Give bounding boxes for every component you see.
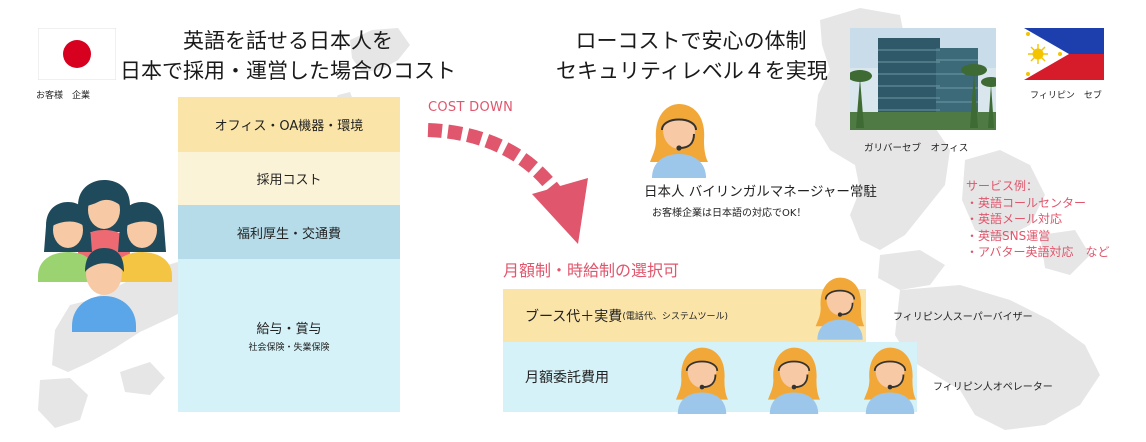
right-title: ローコストで安心の体制 セキュリティレベル４を実現 (556, 26, 828, 86)
philippines-label: フィリピン セブ (1030, 91, 1102, 101)
japan-label: お客様 企業 (36, 91, 91, 101)
office-building-photo (850, 28, 996, 130)
monthly-fee-label: 月額委託費用 (525, 370, 609, 386)
service-item: ・英語メール対応 (966, 212, 1063, 226)
operator-avatar-icon (675, 347, 729, 414)
supervisor-avatar-icon (815, 277, 865, 340)
left-title-line1: 英語を話せる日本人を (183, 29, 393, 53)
manager-subtitle: お客様企業は日本語の対応でOK！ (652, 208, 807, 219)
japan-flag-icon (38, 28, 116, 80)
cost-item-welfare: 福利厚生・交通費 (178, 205, 400, 259)
cost-item-recruiting-label: 採用コスト (256, 173, 322, 188)
philippines-flag-icon (1024, 28, 1104, 80)
cost-item-office: オフィス・OA機器・環境 (178, 97, 400, 152)
japan-map-silhouette (52, 92, 356, 372)
cost-item-welfare-label: 福利厚生・交通費 (236, 226, 341, 242)
left-title: 英語を話せる日本人を 日本で採用・運営した場合のコスト (118, 26, 458, 86)
manager-title: 日本人 バイリンガルマネージャー常駐 (644, 184, 877, 200)
cost-item-recruiting: 採用コスト (178, 152, 400, 205)
operator-avatar-icon (767, 347, 821, 414)
office-caption: ガリバーセブ オフィス (864, 143, 969, 154)
booth-cost-label: ブース代＋実費 (525, 308, 623, 325)
cost-down-label: COST DOWN (428, 100, 514, 115)
service-examples: サービス例： ・英語コールセンター ・英語メール対応 ・英語SNS運営 ・アバタ… (966, 178, 1110, 261)
japanese-staff-group-icon (38, 180, 172, 332)
operator-avatar-icon (863, 347, 917, 414)
left-title-line2: 日本で採用・運営した場合のコスト (120, 59, 456, 83)
cost-item-salary-sub: 社会保険・失業保険 (248, 343, 330, 353)
cost-item-salary-label: 給与・賞与 (256, 322, 322, 337)
booth-cost-note: (電話代、システムツール) (622, 312, 729, 322)
plan-title: 月額制・時給制の選択可 (503, 261, 680, 280)
cost-down-arrow-icon (427, 123, 588, 244)
service-item: ・英語コールセンター (966, 195, 1087, 210)
service-item: ・英語SNS運営 (966, 228, 1051, 243)
cost-item-salary: 給与・賞与 社会保険・失業保険 (178, 259, 400, 412)
operator-label: フィリピン人オペレーター (933, 382, 1053, 393)
right-title-line2: セキュリティレベル４を実現 (556, 59, 828, 83)
service-item: ・アバター英語対応 など (966, 245, 1110, 259)
right-title-line1: ローコストで安心の体制 (575, 29, 807, 53)
supervisor-label: フィリピン人スーパーバイザー (893, 312, 1033, 323)
booth-cost-band: ブース代＋実費 (電話代、システムツール) (503, 289, 866, 342)
service-examples-title: サービス例： (966, 179, 1039, 193)
manager-avatar-icon (650, 104, 708, 178)
cost-item-office-label: オフィス・OA機器・環境 (214, 119, 364, 134)
